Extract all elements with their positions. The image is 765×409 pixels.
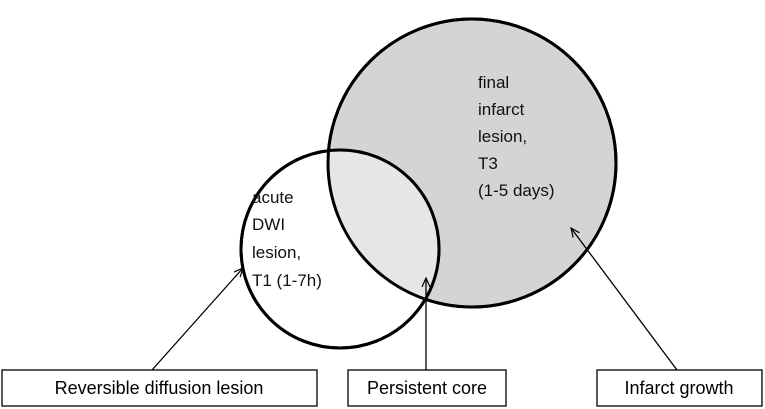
acute-lesion-line-3: lesion, [252,243,301,262]
final-lesion-line-2: infarct [478,100,525,119]
final-lesion-line-1: final [478,73,509,92]
acute-lesion-line-1: acute [252,188,294,207]
final-lesion-line-4: T3 [478,154,498,173]
reversible-label: Reversible diffusion lesion [55,378,264,398]
persistent-box [347,369,507,407]
final-lesion-line-5: (1-5 days) [478,181,555,200]
overlap-region [328,150,439,307]
acute-lesion-outline [239,148,441,350]
reversible-arrow [151,268,243,371]
acute-lesion-line-4: T1 (1-7h) [252,271,322,290]
growth-box [596,369,763,407]
acute-lesion-line-2: DWI [252,215,285,234]
final-infarct-outline [326,17,618,309]
reversible-box [1,369,318,407]
persistent-label: Persistent core [367,378,487,398]
final-lesion-line-3: lesion, [478,127,527,146]
growth-arrow [571,228,678,371]
growth-label: Infarct growth [624,378,733,398]
